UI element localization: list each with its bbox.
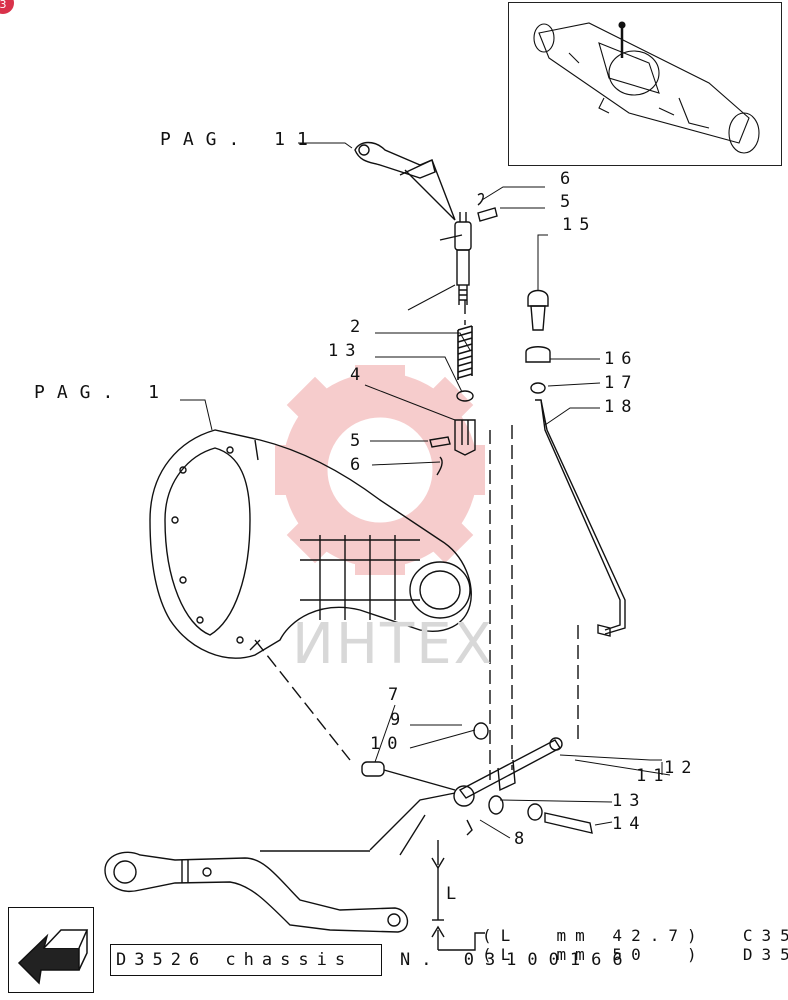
rod-assembly <box>525 289 626 637</box>
leaders <box>180 142 671 839</box>
dimension-L <box>431 840 485 951</box>
page-badge: 3 <box>0 0 14 14</box>
washer <box>456 390 474 402</box>
lower-clevis <box>429 419 476 476</box>
callout-2: 2 <box>350 317 368 337</box>
assembly-lines <box>254 300 579 780</box>
callout-15: 15 <box>562 215 597 235</box>
callout-7: 7 <box>388 685 406 705</box>
watermark-gear-icon <box>275 365 485 575</box>
callout-13-lower: 13 <box>612 791 647 811</box>
callout-6: 6 <box>560 169 578 189</box>
chassis-box <box>110 944 382 976</box>
arrow-left-down-icon <box>17 929 89 985</box>
cross-shaft <box>361 722 593 836</box>
spec-line-1: (L mm 42.7) C352 <box>482 926 788 945</box>
watermark-text: ИНТЕХ <box>292 612 494 677</box>
callout-5: 5 <box>560 192 578 212</box>
lower-arm <box>104 792 456 933</box>
callout-17: 17 <box>604 373 639 393</box>
callout-14: 14 <box>612 814 647 834</box>
callout-6-lower: 6 <box>350 455 368 475</box>
callout-5-lower: 5 <box>350 431 368 451</box>
callout-10: 10 <box>370 734 405 754</box>
callout-4: 4 <box>350 365 368 385</box>
callout-8: 8 <box>514 829 532 849</box>
callout-12: 12 <box>664 758 699 778</box>
spring <box>457 325 473 380</box>
callout-13-upper: 13 <box>328 341 363 361</box>
spec-line-2: (L mm 50 ) D35 <box>482 945 788 964</box>
callout-9: 9 <box>390 710 408 730</box>
nav-back-button[interactable] <box>8 907 94 993</box>
chassis-label: D3526 chassis <box>116 950 354 970</box>
callout-18: 18 <box>604 397 639 417</box>
upper-lever <box>354 141 456 221</box>
callout-16: 16 <box>604 349 639 369</box>
callout-11: 11 <box>636 766 671 786</box>
transmission-housing <box>149 429 472 659</box>
inset-axle-view <box>508 2 782 166</box>
ref-pag-1[interactable]: PAG. 1 <box>34 382 172 403</box>
axle-overview <box>533 21 760 154</box>
ref-pag-11[interactable]: PAG. 11 <box>160 129 320 150</box>
upper-clevis <box>439 193 498 305</box>
drawing-number: N. 03100166 <box>400 950 634 970</box>
dimension-label-L: L <box>446 884 464 904</box>
